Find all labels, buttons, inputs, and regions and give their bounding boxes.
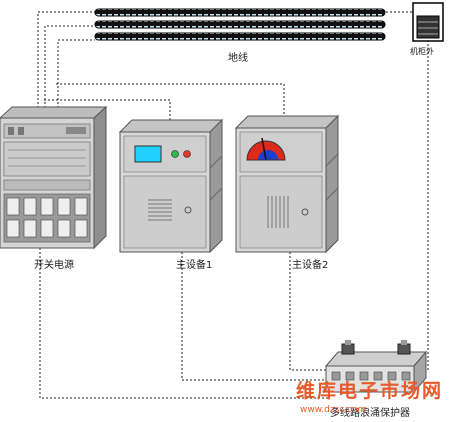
label-enclosure: 机柜外 [410, 47, 434, 56]
switch-power-rack [0, 105, 108, 250]
label-equipment-2: 主设备2 [292, 260, 329, 271]
enclosure-box [412, 2, 444, 42]
equipment-1-screen [134, 145, 162, 163]
wire-equip2-top [56, 83, 285, 118]
equipment-2-gauge [246, 137, 286, 161]
label-equipment-1: 主设备1 [176, 260, 213, 271]
equipment-2-cabinet [234, 114, 340, 254]
equipment-1-led-red [183, 150, 191, 158]
watermark-main: 维库电子市场网 [296, 380, 444, 402]
equipment-1-cabinet [118, 118, 224, 254]
wire-power-bottom [39, 248, 330, 399]
ground-cable [94, 8, 386, 41]
wire-equip1-bottom [181, 252, 330, 381]
wire-ground-2 [57, 39, 95, 112]
label-switch-power: 开关电源 [34, 260, 74, 271]
equipment-1-led-green [171, 150, 179, 158]
wire-equip2-bottom [289, 252, 330, 371]
label-ground: 地线 [228, 53, 248, 64]
ground-cable-2 [94, 20, 386, 29]
watermark-sub: www.dzsc.com [300, 405, 367, 415]
wire-ground-1 [44, 25, 95, 112]
ground-cable-3 [94, 32, 386, 41]
wire-equip1-top [44, 99, 171, 128]
surge-protector-device [324, 340, 428, 394]
label-surge-protector: 多线路浪涌保护器 [330, 408, 410, 419]
ground-cable-1 [94, 8, 386, 17]
